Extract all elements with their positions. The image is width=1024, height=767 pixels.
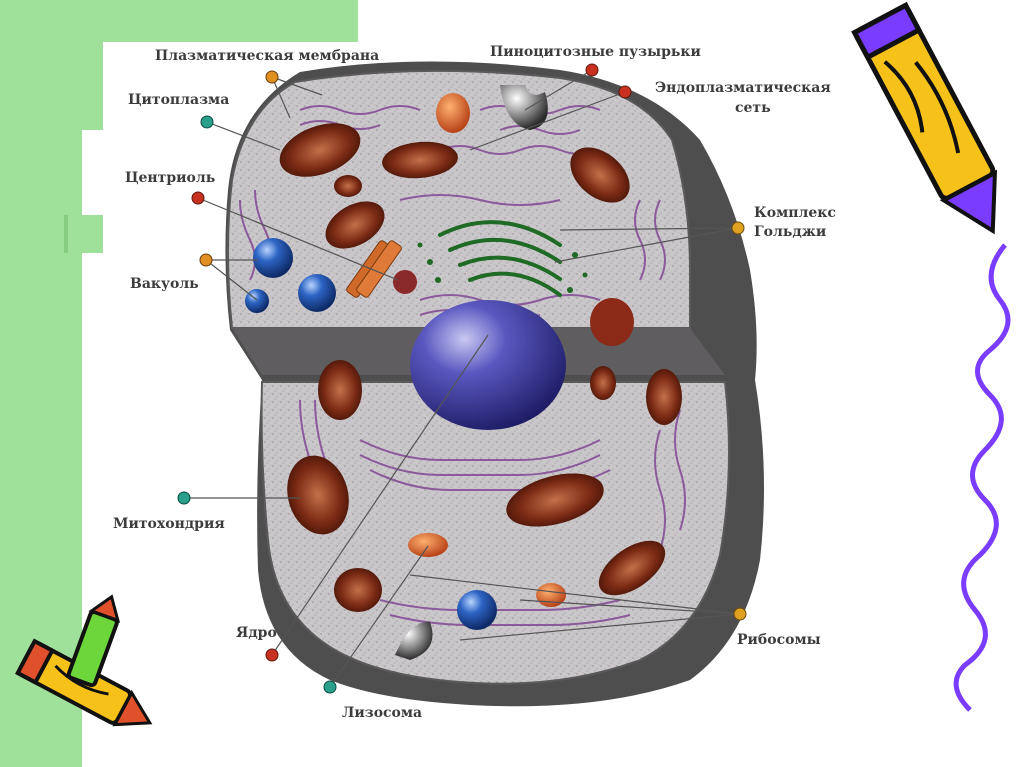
label-mitochondria: Митохондрия: [113, 516, 225, 532]
pencil-icon: [851, 1, 998, 235]
label-ribosomes: Рибосомы: [737, 632, 821, 648]
pinocytic-vesicle: [395, 85, 548, 660]
label-golgi-line2: Гольджи: [754, 224, 826, 240]
mitochondria-group-lower: [287, 298, 682, 612]
leader-lines: [184, 69, 741, 688]
label-er-line1: Эндоплазматическая: [655, 80, 831, 96]
label-pinocytic-vesicles: Пиноцитозные пузырьки: [490, 44, 701, 60]
cytoplasm-lower: [260, 381, 730, 685]
label-pins: [177, 63, 747, 694]
label-centriole: Центриоль: [125, 170, 215, 186]
golgi-vesicles: [417, 242, 588, 293]
golgi-complex: [438, 220, 562, 297]
label-vacuole: Вакуоль: [130, 276, 199, 292]
pencil-icon: [15, 594, 153, 727]
centriole: [346, 240, 417, 298]
label-plasma-membrane: Плазматическая мембрана: [155, 48, 379, 64]
mitochondria-group-upper: [279, 93, 630, 249]
squiggle-line: [953, 243, 1011, 712]
label-lysosome: Лизосома: [342, 705, 422, 721]
label-cytoplasm: Цитоплазма: [128, 92, 229, 108]
nucleus: [410, 300, 566, 430]
label-er-line2: сеть: [735, 100, 771, 116]
label-golgi-line1: Комплекс: [754, 205, 836, 221]
label-nucleus: Ядро: [236, 625, 277, 641]
